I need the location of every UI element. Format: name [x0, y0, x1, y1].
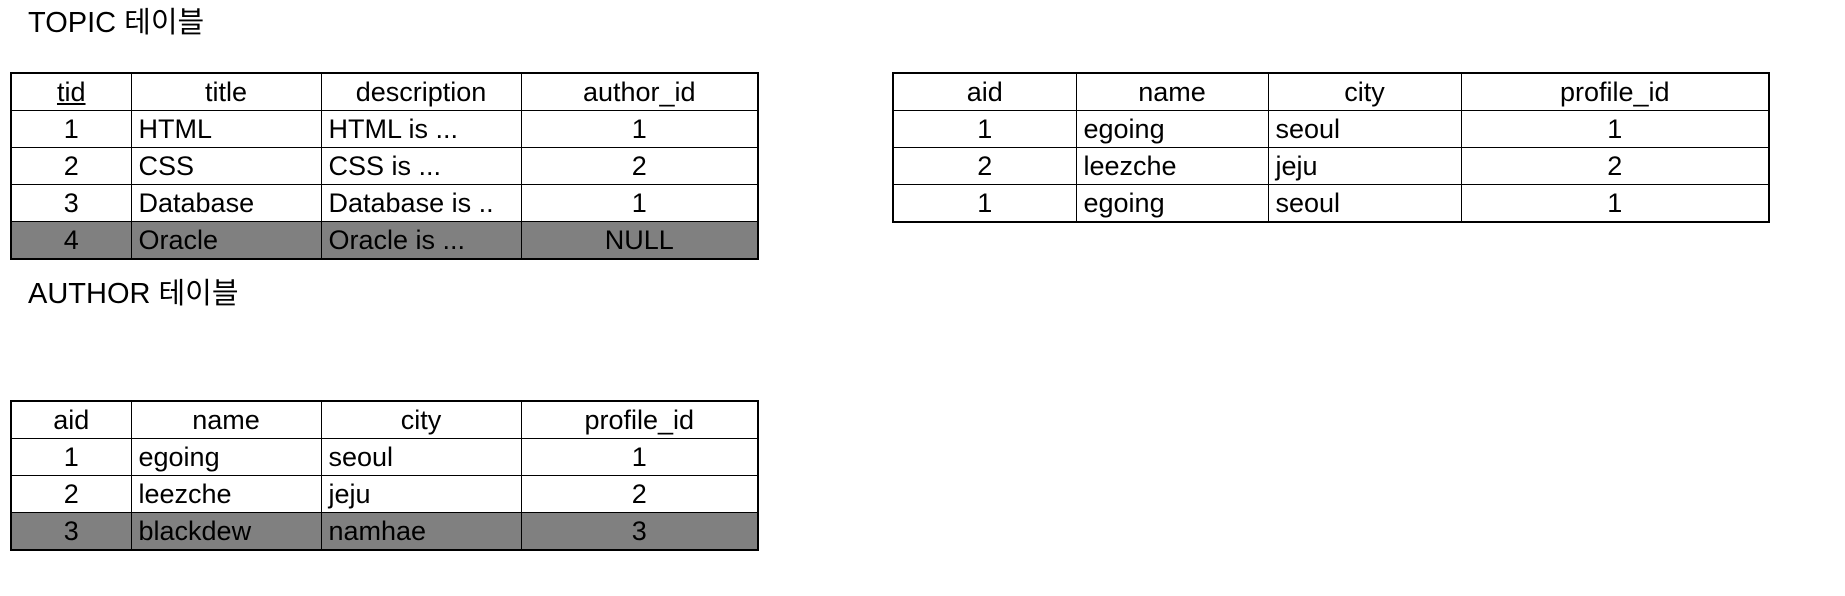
column-header-tid: tid [10, 72, 132, 111]
cell-aid: 1 [10, 438, 132, 476]
join-result-table-header: aid name city profile_id [892, 72, 1770, 111]
column-header-description: description [320, 72, 522, 111]
column-header-label: aid [966, 76, 1003, 107]
cell-profile_id: 1 [520, 438, 759, 476]
cell-title: HTML [130, 110, 322, 148]
cell-profile_id: 1 [1460, 184, 1770, 223]
cell-aid: 1 [892, 110, 1077, 148]
cell-description: HTML is ... [320, 110, 522, 148]
cell-city: namhae [320, 512, 522, 551]
cell-author_id: NULL [520, 221, 759, 260]
author-table-caption: AUTHOR 테이블 [28, 278, 239, 310]
cell-author_id: 1 [520, 184, 759, 222]
cell-aid: 2 [10, 475, 132, 513]
column-header-label: author_id [582, 76, 696, 107]
cell-description: Oracle is ... [320, 221, 522, 260]
column-header-label: tid [56, 76, 86, 107]
table-header-row: tid title description author_id [10, 72, 759, 111]
topic-table-caption: TOPIC 테이블 [28, 7, 205, 39]
cell-title: CSS [130, 147, 322, 185]
column-header-author_id: author_id [520, 72, 759, 111]
cell-title: Database [130, 184, 322, 222]
cell-city: seoul [1267, 110, 1462, 148]
cell-aid: 2 [892, 147, 1077, 185]
column-header-city: city [1267, 72, 1462, 111]
cell-tid: 2 [10, 147, 132, 185]
cell-description: CSS is ... [320, 147, 522, 185]
cell-aid: 1 [892, 184, 1077, 223]
cell-city: jeju [1267, 147, 1462, 185]
column-header-aid: aid [892, 72, 1077, 111]
cell-name: egoing [1075, 110, 1269, 148]
cell-author_id: 2 [520, 147, 759, 185]
topic-table-header: tid title description author_id [10, 72, 759, 111]
cell-tid: 4 [10, 221, 132, 260]
cell-city: seoul [1267, 184, 1462, 223]
cell-name: egoing [130, 438, 322, 476]
cell-description: Database is .. [320, 184, 522, 222]
cell-name: blackdew [130, 512, 322, 551]
column-header-profile_id: profile_id [1460, 72, 1770, 111]
cell-tid: 1 [10, 110, 132, 148]
column-header-label: aid [53, 404, 90, 435]
cell-profile_id: 2 [520, 475, 759, 513]
column-header-label: city [1344, 76, 1385, 107]
column-header-label: city [400, 404, 442, 435]
column-header-label: title [204, 76, 248, 107]
column-header-name: name [1075, 72, 1269, 111]
column-header-name: name [130, 400, 322, 439]
column-header-profile_id: profile_id [520, 400, 759, 439]
cell-profile_id: 2 [1460, 147, 1770, 185]
cell-name: leezche [1075, 147, 1269, 185]
author-table-header: aid name city profile_id [10, 400, 759, 439]
cell-city: jeju [320, 475, 522, 513]
cell-title: Oracle [130, 221, 322, 260]
table-header-row: aid name city profile_id [10, 400, 759, 439]
cell-author_id: 1 [520, 110, 759, 148]
column-header-label: profile_id [1559, 76, 1670, 107]
column-header-label: name [192, 404, 260, 435]
cell-city: seoul [320, 438, 522, 476]
cell-profile_id: 3 [520, 512, 759, 551]
column-header-title: title [130, 72, 322, 111]
column-header-label: description [355, 76, 487, 107]
column-header-city: city [320, 400, 522, 439]
column-header-label: name [1138, 76, 1206, 107]
cell-tid: 3 [10, 184, 132, 222]
cell-aid: 3 [10, 512, 132, 551]
column-header-label: profile_id [584, 404, 695, 435]
cell-name: leezche [130, 475, 322, 513]
table-header-row: aid name city profile_id [892, 72, 1770, 111]
cell-name: egoing [1075, 184, 1269, 223]
column-header-aid: aid [10, 400, 132, 439]
cell-profile_id: 1 [1460, 110, 1770, 148]
